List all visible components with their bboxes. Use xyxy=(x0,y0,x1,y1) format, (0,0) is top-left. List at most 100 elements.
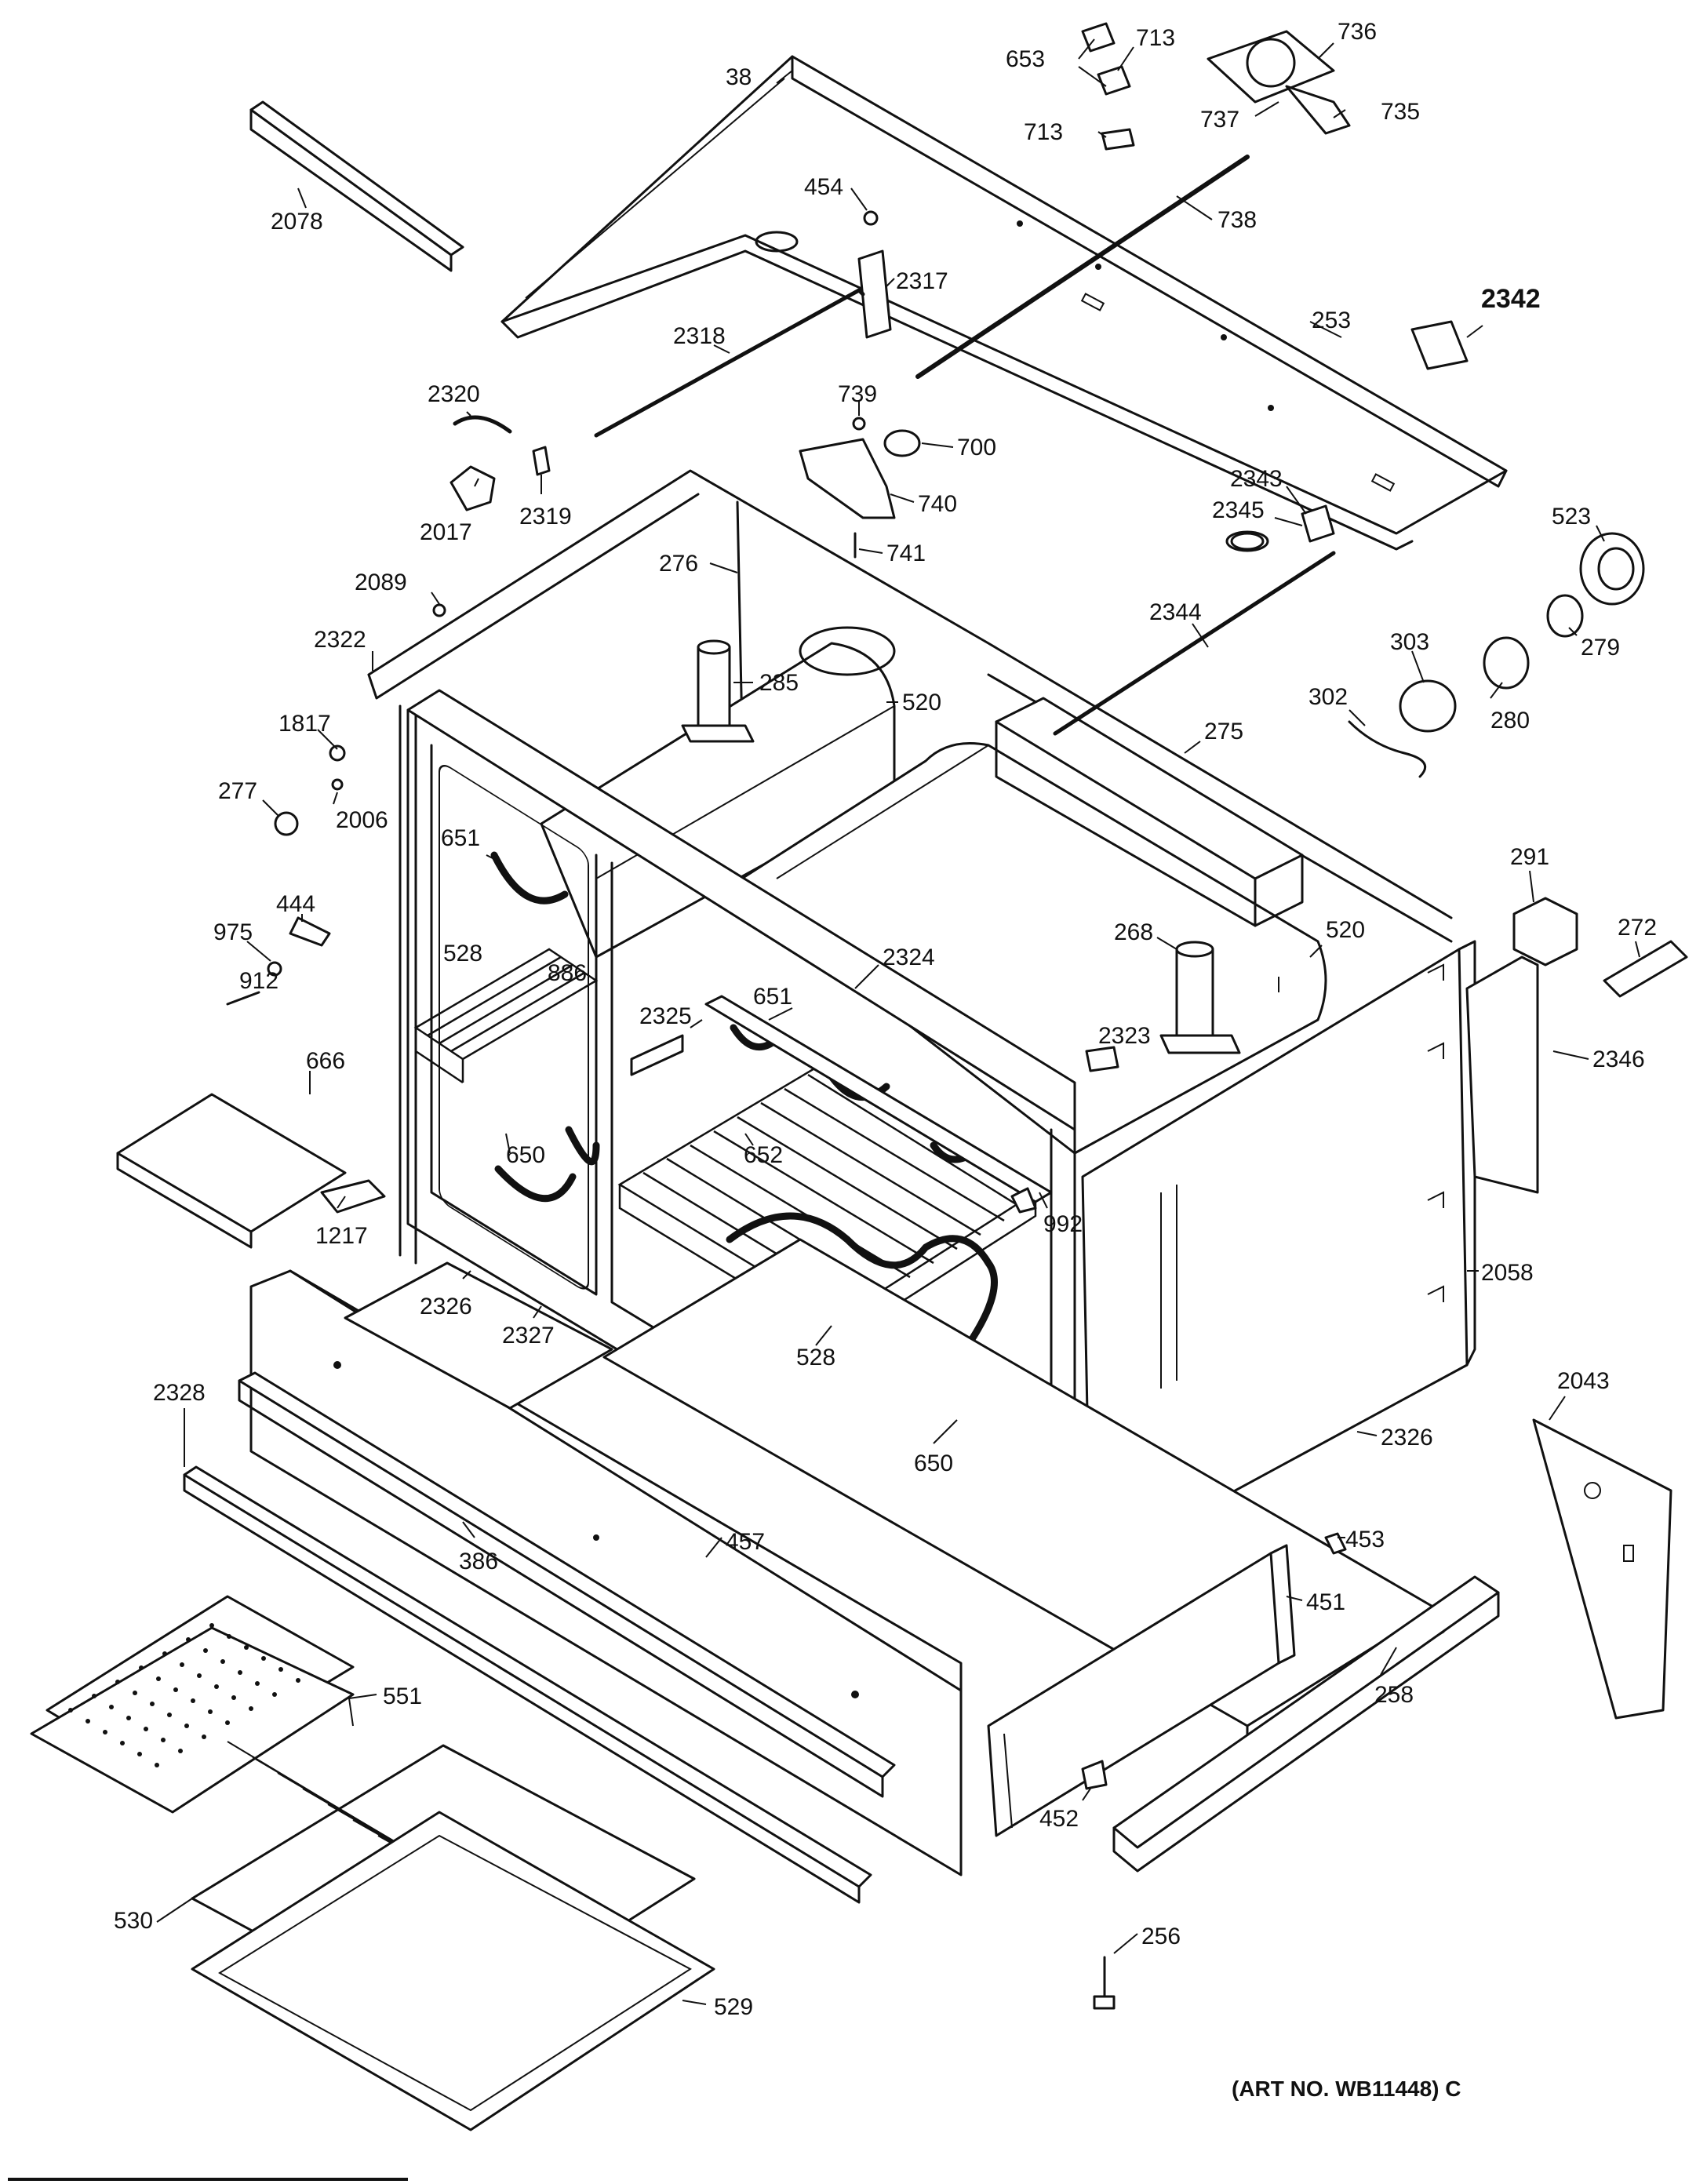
callout-740: 740 xyxy=(918,491,957,517)
pan-hole xyxy=(167,1713,172,1717)
callout-912: 912 xyxy=(239,968,278,994)
callout-652: 652 xyxy=(744,1142,783,1168)
callout-2346: 2346 xyxy=(1592,1046,1645,1072)
pan-hole xyxy=(197,1673,202,1678)
callout-530: 530 xyxy=(114,1908,153,1934)
pan-hole xyxy=(209,1623,214,1628)
pan-hole xyxy=(231,1695,236,1700)
pan-hole xyxy=(202,1734,206,1739)
bracket-2317 xyxy=(857,249,892,339)
callout-2318: 2318 xyxy=(673,323,726,349)
pan-hole xyxy=(249,1706,253,1711)
pan-hole xyxy=(68,1708,73,1713)
pan-hole xyxy=(220,1659,225,1664)
pan-hole xyxy=(155,1763,159,1767)
pan-hole xyxy=(115,1680,120,1684)
pan-hole xyxy=(173,1687,178,1692)
callout-2043: 2043 xyxy=(1557,1368,1610,1394)
callout-444: 444 xyxy=(276,891,315,917)
switch-2343 xyxy=(1230,504,1335,551)
callout-737: 737 xyxy=(1200,107,1239,133)
callout-labels: 38 653 713 713 736 737 735 2078 454 738 … xyxy=(114,19,1657,2020)
callout-38: 38 xyxy=(726,64,752,90)
left-oven-coils-650-651 xyxy=(490,851,600,1202)
wire-2344 xyxy=(1053,551,1336,736)
callout-651-right: 651 xyxy=(753,984,792,1010)
rear-channel-275 xyxy=(995,697,1304,927)
pan-hole xyxy=(126,1716,131,1720)
pan-hole xyxy=(225,1720,230,1725)
callout-2319: 2319 xyxy=(519,504,572,530)
pan-hole xyxy=(238,1670,242,1675)
callout-258: 258 xyxy=(1374,1682,1414,1708)
pan-hole xyxy=(103,1730,107,1734)
terminal-strip-272 xyxy=(1603,940,1688,998)
pan-hole xyxy=(278,1667,283,1672)
callout-276: 276 xyxy=(659,551,698,577)
callout-975: 975 xyxy=(213,919,253,945)
callout-253: 253 xyxy=(1312,308,1351,333)
callout-992: 992 xyxy=(1043,1211,1083,1237)
burner-tube-285 xyxy=(681,639,755,743)
callout-303: 303 xyxy=(1390,629,1429,655)
callout-650-right: 650 xyxy=(914,1451,953,1476)
pan-hole xyxy=(186,1637,191,1642)
pan-hole xyxy=(162,1651,167,1656)
pan-hole xyxy=(156,1676,161,1681)
pan-hole xyxy=(180,1662,184,1667)
callout-713-bottom: 713 xyxy=(1024,119,1063,145)
pan-hole xyxy=(261,1656,266,1661)
pan-hole xyxy=(161,1738,166,1742)
transformer-291 xyxy=(1512,897,1578,966)
callout-302: 302 xyxy=(1308,684,1348,710)
callout-268: 268 xyxy=(1114,919,1153,945)
pan-hole xyxy=(178,1749,183,1753)
callout-713-top: 713 xyxy=(1136,25,1175,51)
callout-457: 457 xyxy=(726,1529,765,1555)
callout-523: 523 xyxy=(1552,504,1591,530)
callout-528-right: 528 xyxy=(796,1345,835,1370)
callout-452: 452 xyxy=(1039,1806,1079,1832)
lamp-parts-523-279-280-303 xyxy=(1348,532,1645,778)
callout-741: 741 xyxy=(886,541,926,566)
pan-hole xyxy=(133,1691,137,1695)
callout-2320: 2320 xyxy=(428,381,480,407)
pan-hole xyxy=(296,1678,300,1683)
callout-650-left: 650 xyxy=(506,1142,545,1168)
callout-529: 529 xyxy=(714,1994,753,2020)
callout-2317: 2317 xyxy=(896,268,948,294)
callout-279: 279 xyxy=(1581,635,1620,661)
top-panel-38 xyxy=(500,55,1508,552)
callout-666: 666 xyxy=(306,1048,345,1074)
burner-tube-268 xyxy=(1159,941,1241,1054)
callout-551: 551 xyxy=(383,1684,422,1709)
back-panel-2346 xyxy=(1465,956,1539,1194)
callout-2327: 2327 xyxy=(502,1323,555,1349)
pan-hole xyxy=(137,1752,142,1756)
callout-736: 736 xyxy=(1338,19,1377,45)
callout-1817: 1817 xyxy=(278,711,331,737)
pan-hole xyxy=(255,1681,260,1686)
bracket-2320-2017-2319 xyxy=(449,415,551,511)
callout-2017: 2017 xyxy=(420,519,472,545)
callout-651-left: 651 xyxy=(441,825,480,851)
broiler-pan-529 xyxy=(191,1811,715,2131)
callout-2078: 2078 xyxy=(271,209,323,235)
pan-hole xyxy=(244,1645,249,1650)
callout-285: 285 xyxy=(759,670,799,696)
callout-291: 291 xyxy=(1510,844,1549,870)
pan-hole xyxy=(139,1665,144,1670)
vent-cover-666 xyxy=(116,1093,347,1249)
left-oven-rack-528 xyxy=(413,948,599,1084)
callout-2058: 2058 xyxy=(1481,1260,1534,1286)
callout-454: 454 xyxy=(804,174,843,200)
callout-700: 700 xyxy=(957,435,996,460)
callout-653: 653 xyxy=(1006,46,1045,72)
trim-strip-386 xyxy=(238,1371,896,1798)
pan-hole xyxy=(150,1702,155,1706)
small-fasteners xyxy=(226,210,1347,2010)
pan-hole xyxy=(86,1719,90,1724)
callout-2343: 2343 xyxy=(1230,466,1283,492)
callout-280: 280 xyxy=(1490,708,1530,733)
